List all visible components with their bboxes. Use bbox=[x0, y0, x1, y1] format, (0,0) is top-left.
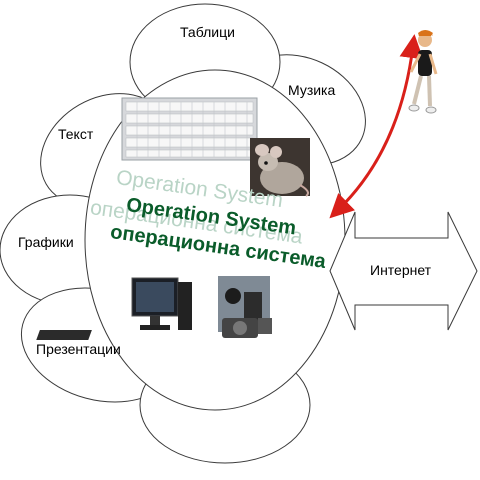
petal-label-graphics: Графики bbox=[18, 234, 74, 250]
mouse-icon bbox=[250, 138, 310, 197]
desktop-computer-icon bbox=[36, 277, 192, 340]
person-icon bbox=[408, 30, 438, 114]
keyboard-icon bbox=[121, 97, 258, 161]
camera-icon bbox=[218, 276, 272, 338]
internet-label: Интернет bbox=[370, 262, 432, 278]
petal-label-music: Музика bbox=[288, 82, 336, 98]
petal-label-presentations: Презентации bbox=[36, 341, 121, 357]
internet-arrow bbox=[329, 211, 478, 331]
petal-label-text: Текст bbox=[58, 126, 94, 142]
petal-label-tables: Таблици bbox=[180, 24, 235, 40]
double-arrow bbox=[329, 34, 424, 219]
